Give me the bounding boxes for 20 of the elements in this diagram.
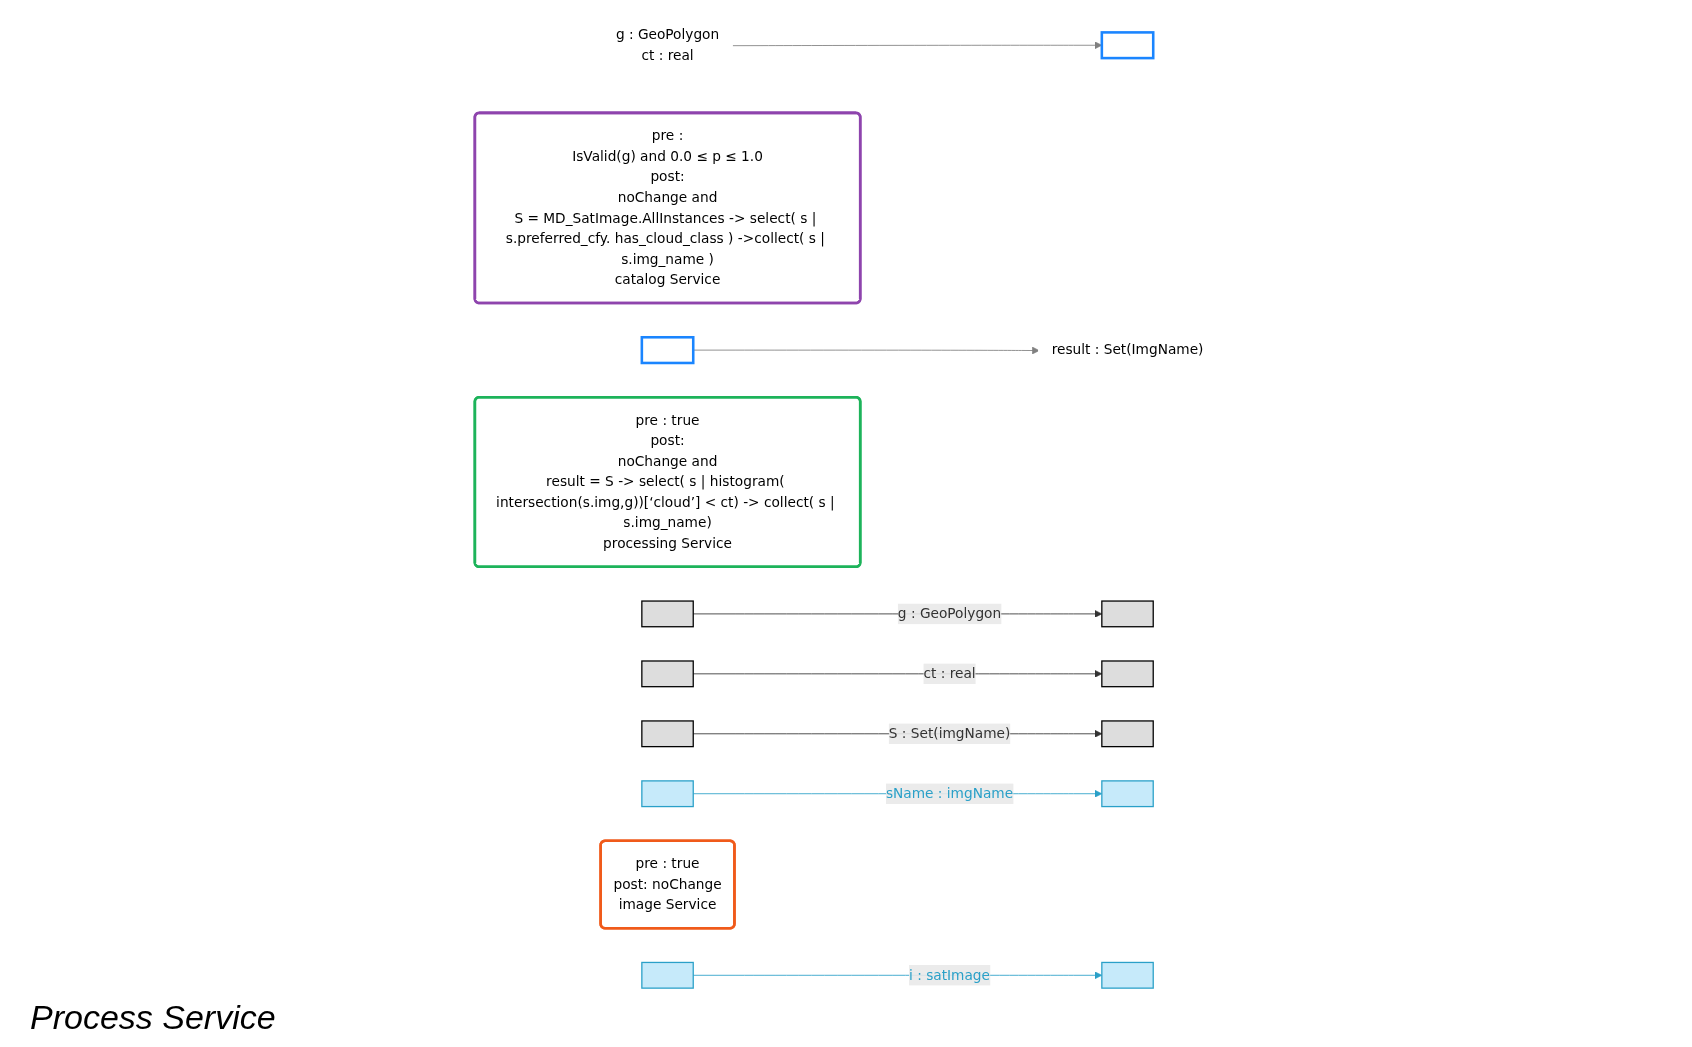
node-box (641, 961, 695, 989)
node-box (1101, 961, 1155, 989)
node-box (1101, 600, 1155, 628)
node-box (641, 336, 695, 365)
diagram-title: Process Service (30, 998, 276, 1037)
node-box (641, 780, 695, 808)
node-box (641, 720, 695, 748)
node-box (1101, 780, 1155, 808)
node-text: result : Set(ImgName) (1052, 341, 1204, 358)
edge-label: i : satImage (909, 966, 991, 983)
edge-label: sName : imgName (886, 785, 1014, 802)
node-box (1101, 660, 1155, 688)
node-box (1101, 31, 1155, 60)
node-text: g : GeoPolygon ct : real (616, 26, 720, 64)
edge-label: g : GeoPolygon (898, 605, 1002, 622)
edge-label: ct : real (923, 665, 977, 682)
node-box (641, 600, 695, 628)
node-box (641, 660, 695, 688)
edge-label: S : Set(imgName) (889, 725, 1011, 742)
node-box (1101, 720, 1155, 748)
